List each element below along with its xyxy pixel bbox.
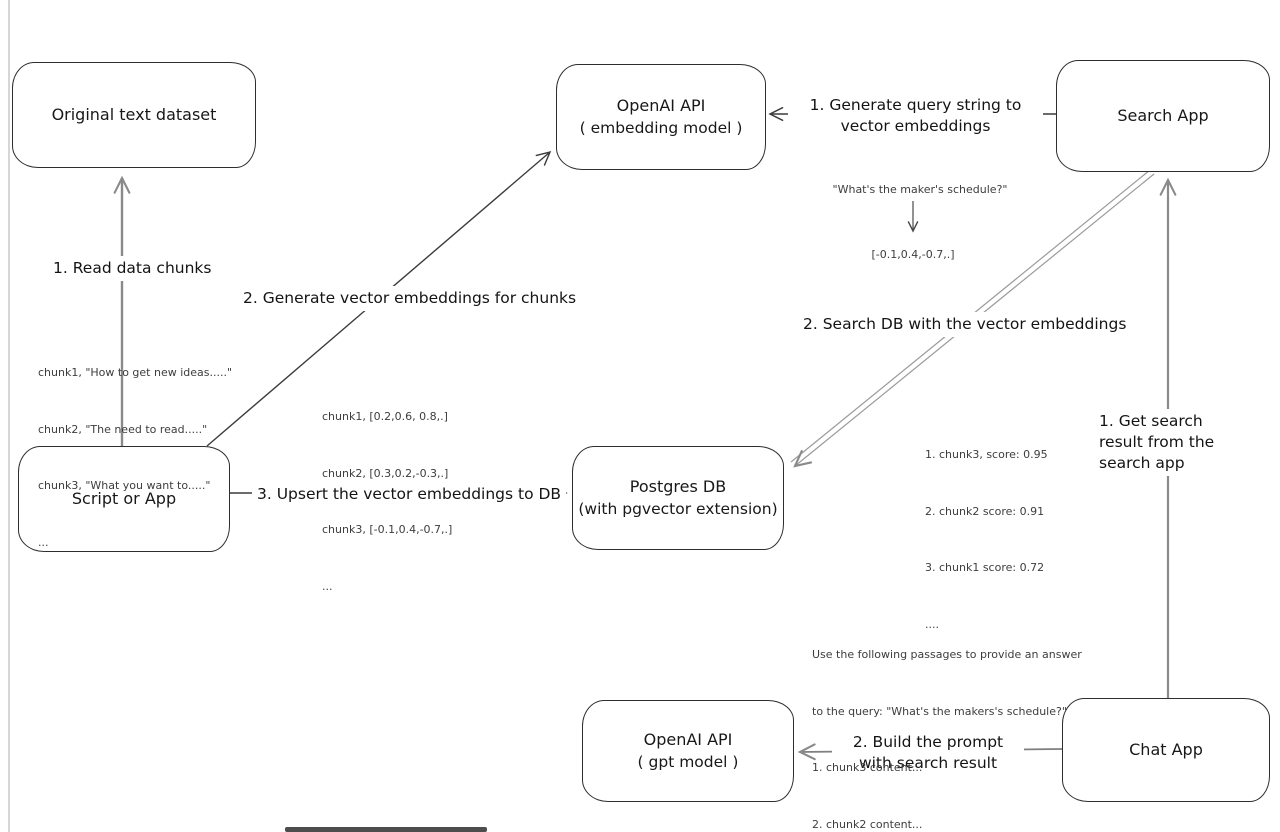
annotation-line: chunk3, [-0.1,0.4,-0.7,.] [322, 523, 453, 537]
annotation-line: 2. chunk2 content... [812, 817, 923, 831]
edge-label-read-data-chunks: 1. Read data chunks [48, 256, 217, 281]
edge-label-query-to-vector: 1. Generate query string to vector embed… [788, 93, 1043, 139]
node-title: OpenAI API [616, 96, 706, 116]
annotation-line: 1. chunk3 content... [812, 761, 923, 775]
edge-label-generate-embeddings: 2. Generate vector embeddings for chunks [238, 286, 582, 311]
annotation-line: .... [925, 617, 939, 631]
node-postgres-db: Postgres DB (with pgvector extension) [572, 446, 784, 550]
annotation-chunk-texts: chunk1, "How to get new ideas....." chun… [38, 326, 232, 591]
node-chat-app: Chat App [1062, 698, 1270, 802]
annotation-line: ... [322, 579, 333, 593]
node-script-or-app: Script or App [18, 446, 230, 552]
annotation-line: 3. chunk1 score: 0.72 [925, 561, 1045, 575]
board-left-edge [8, 0, 10, 832]
node-subtitle: ( embedding model ) [579, 119, 743, 138]
annotation-line: chunk2, "The need to read....." [38, 422, 208, 436]
annotation-line: to the query: "What's the makers's sched… [812, 704, 1067, 718]
annotation-query-example: "What's the maker's schedule?" [832, 183, 1008, 196]
node-openai-api-embedding: OpenAI API ( embedding model ) [556, 64, 766, 170]
annotation-line: 1. chunk3, score: 0.95 [925, 447, 1048, 461]
annotation-line: chunk1, "How to get new ideas....." [38, 365, 233, 379]
annotation-line: chunk3, "What you want to....." [38, 479, 211, 493]
node-title: Postgres DB [629, 477, 727, 497]
bottom-progress-bar [285, 827, 487, 832]
annotation-line: 2. chunk2 score: 0.91 [925, 504, 1045, 518]
node-subtitle: ( gpt model ) [637, 753, 739, 772]
node-openai-api-gpt: OpenAI API ( gpt model ) [582, 700, 794, 802]
annotation-prompt-example: Use the following passages to provide an… [812, 608, 1082, 832]
edge-label-search-db: 2. Search DB with the vector embeddings [798, 312, 1132, 337]
edge-label-upsert-to-db: 3. Upsert the vector embeddings to DB [252, 482, 567, 507]
node-label: Search App [1117, 106, 1209, 126]
annotation-search-scores: 1. chunk3, score: 0.95 2. chunk2 score: … [925, 408, 1048, 673]
annotation-chunk-vectors: chunk1, [0.2,0.6, 0.8,.] chunk2, [0.3,0.… [322, 370, 452, 635]
annotation-line: ... [38, 535, 49, 549]
node-label: Script or App [71, 489, 177, 509]
node-search-app: Search App [1056, 60, 1270, 172]
edge-label-build-prompt: 2. Build the prompt with search result [832, 730, 1024, 776]
node-label: Original text dataset [51, 105, 217, 125]
annotation-line: chunk1, [0.2,0.6, 0.8,.] [322, 409, 448, 423]
node-title: OpenAI API [643, 730, 733, 750]
node-original-text-dataset: Original text dataset [12, 62, 256, 168]
edge-label-get-search-result: 1. Get search result from the search app [1094, 409, 1256, 476]
annotation-query-vector: [-0.1,0.4,-0.7,.] [871, 248, 955, 261]
annotation-line: Use the following passages to provide an… [812, 647, 1082, 661]
node-label: Chat App [1129, 740, 1203, 760]
node-subtitle: (with pgvector extension) [578, 500, 778, 519]
annotation-line: chunk2, [0.3,0.2,-0.3,.] [322, 466, 449, 480]
